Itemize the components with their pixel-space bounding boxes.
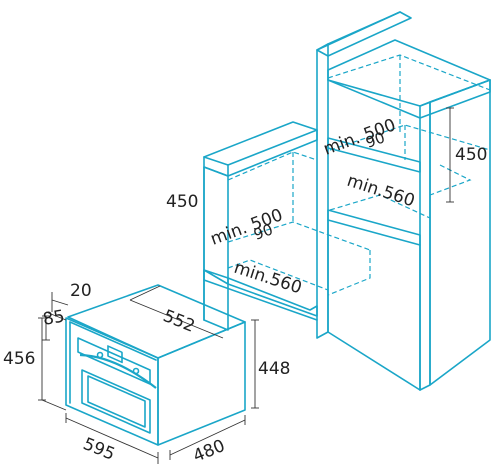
cabinet-icon (203, 121, 371, 331)
oven-front-width-label: 595 (80, 434, 118, 465)
undercounter-height-label: 450 (166, 192, 198, 212)
oven-body-height-label: 448 (258, 359, 290, 379)
tall-cabinet-height-label: 450 (455, 145, 487, 165)
oven-panel-height-label: 85 (41, 306, 66, 329)
oven-depth-top-label: 20 (70, 281, 92, 301)
undercounter-vent-gap-label: 90 (251, 220, 275, 243)
oven-icon (65, 284, 246, 446)
undercounter-min-width-label: min.560 (231, 258, 304, 299)
tall-cabinet-icon (316, 11, 491, 391)
undercounter-min-depth-label: min. 500 (208, 205, 286, 250)
oven-side-depth-label: 480 (190, 436, 228, 467)
oven-top-width-label: 552 (160, 306, 198, 337)
tall-cabinet-vent-gap-label: 90 (363, 128, 387, 151)
oven-front-height-label: 456 (3, 349, 35, 369)
tall-cabinet-min-width-label: min.560 (344, 171, 417, 212)
